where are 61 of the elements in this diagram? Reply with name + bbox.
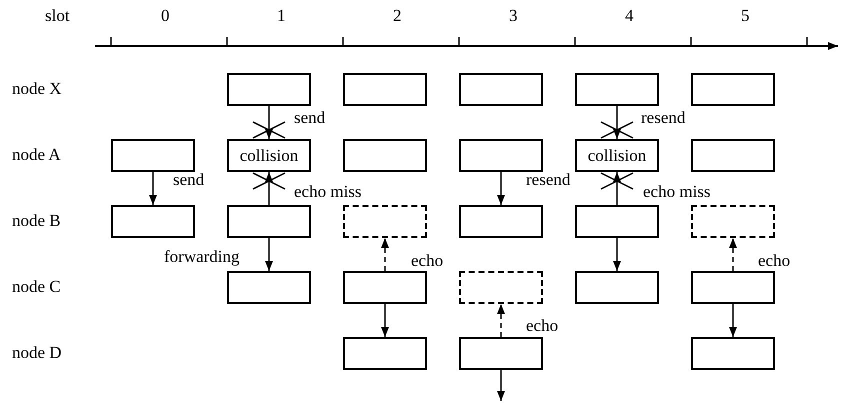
arrow [381, 304, 389, 337]
slot-box [575, 205, 659, 238]
arrow [265, 172, 273, 205]
slot-number: 5 [741, 7, 750, 25]
edge-label: resend [525, 172, 572, 188]
missing-slot-box [459, 271, 543, 304]
missing-slot-box [343, 205, 427, 238]
slot-number: 1 [277, 7, 286, 25]
arrow [613, 172, 621, 205]
dashed-arrow [729, 238, 737, 271]
slot-number: 2 [393, 7, 402, 25]
edge-label: send [293, 110, 326, 126]
edge-label: echo [410, 253, 444, 269]
collision-box: collision [227, 139, 311, 172]
row-label: node D [12, 344, 62, 362]
collision-box: collision [575, 139, 659, 172]
edge-label: echo [757, 253, 792, 269]
slot-box [111, 139, 195, 172]
row-label: node C [12, 278, 61, 296]
row-label: node X [12, 80, 62, 98]
edge-label: echo miss [642, 184, 712, 200]
edge-label: send [172, 172, 206, 188]
edge-label: echo miss [293, 184, 363, 200]
edge-label: resend [640, 110, 686, 126]
arrow [265, 106, 273, 139]
missing-slot-box [691, 205, 775, 238]
arrow [613, 238, 621, 271]
slot-number: 0 [161, 7, 170, 25]
slot-box [343, 271, 427, 304]
arrow [729, 304, 737, 337]
row-label: node B [12, 212, 61, 230]
slot-box [459, 337, 543, 370]
slot-number: 3 [509, 7, 518, 25]
arrow [613, 106, 621, 139]
slot-box [691, 139, 775, 172]
arrow [265, 238, 273, 271]
slot-box [343, 139, 427, 172]
arrow [149, 172, 157, 205]
arrow [497, 370, 505, 401]
slot-box [227, 205, 311, 238]
edge-label: echo [525, 318, 560, 334]
slot-box [691, 337, 775, 370]
slot-box [575, 271, 659, 304]
arrow [497, 172, 505, 205]
edge-label: forwarding [163, 249, 241, 265]
slot-box [575, 73, 659, 106]
slot-box [111, 205, 195, 238]
slot-box [691, 73, 775, 106]
slot-box [459, 205, 543, 238]
slot-number: 4 [625, 7, 634, 25]
slot-box [343, 73, 427, 106]
dashed-arrow [381, 238, 389, 271]
slot-box [227, 271, 311, 304]
slot-box [227, 73, 311, 106]
slot-box [459, 73, 543, 106]
slot-box [691, 271, 775, 304]
slot-box [343, 337, 427, 370]
slot-box [459, 139, 543, 172]
dashed-arrow [497, 304, 505, 337]
axis-title: slot [45, 7, 70, 25]
row-label: node A [12, 146, 61, 164]
